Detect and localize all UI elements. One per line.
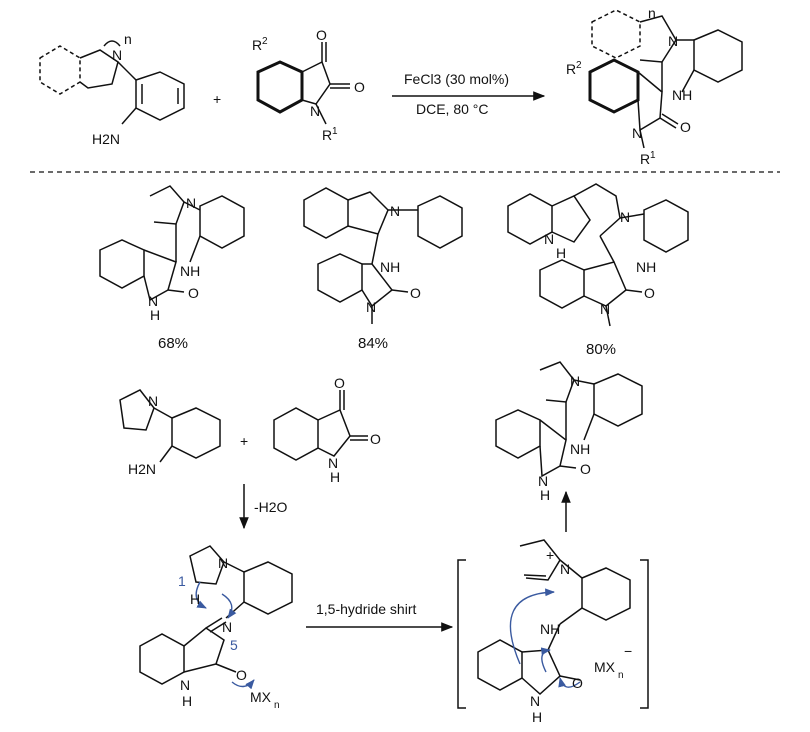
spiro-product bbox=[588, 9, 743, 149]
plus-sign-2: + bbox=[240, 433, 248, 449]
iminium-n-label-2: N bbox=[530, 693, 540, 709]
imine-o-label: O bbox=[236, 667, 247, 683]
iminium-charge: + bbox=[546, 547, 554, 563]
mech-product-n-label-2: N bbox=[538, 473, 548, 489]
iminium-o-label: O bbox=[572, 675, 583, 691]
bracket-left bbox=[457, 559, 466, 709]
ex2-o-label: O bbox=[410, 285, 421, 301]
r1-label-1: R bbox=[322, 127, 332, 143]
labels: N H2N n + R 2 O O N R 1 FeCl3 (30 mol%) … bbox=[92, 5, 692, 725]
imine-mx-sub: n bbox=[274, 700, 280, 711]
imine-h-label: H bbox=[190, 591, 200, 607]
mechanism-isatin bbox=[273, 390, 368, 461]
n-subscript-label: n bbox=[124, 31, 132, 47]
imine-mx-label: MX bbox=[250, 689, 272, 705]
ex3-n-label: N bbox=[620, 209, 630, 225]
example-2-structure bbox=[303, 187, 463, 324]
ex3-n-label-2: N bbox=[544, 231, 554, 247]
r2-label-2: R bbox=[566, 61, 576, 77]
bracket-right bbox=[640, 559, 649, 709]
n-label-2: N bbox=[310, 103, 320, 119]
electron-arrows bbox=[195, 581, 581, 690]
r2-label-1: R bbox=[252, 37, 262, 53]
yield-3: 80% bbox=[586, 341, 616, 358]
iminium-mx-label: MX bbox=[594, 659, 616, 675]
nh-label-1: NH bbox=[672, 87, 692, 103]
example-3-structure bbox=[507, 183, 689, 327]
iminium-intermediate bbox=[477, 539, 631, 696]
hydride-pos-label: 1 bbox=[178, 573, 186, 589]
ex1-n-label: N bbox=[186, 195, 196, 211]
o-label-2: O bbox=[354, 79, 365, 95]
iminium-hn-label: NH bbox=[540, 621, 560, 637]
iminium-charge-minus: − bbox=[624, 643, 632, 659]
mechanism-pyrrolidinyl-aniline bbox=[119, 389, 221, 463]
ex2-n-label: N bbox=[390, 203, 400, 219]
imine-h-label-2: H bbox=[182, 693, 192, 709]
example-1-structure bbox=[99, 185, 245, 302]
imine-intermediate bbox=[139, 545, 293, 685]
mech-o-label-2: O bbox=[370, 431, 381, 447]
imine-n-label-3: N bbox=[180, 677, 190, 693]
o-label-1: O bbox=[316, 27, 327, 43]
n-label-1: N bbox=[112, 47, 122, 63]
mech-n-label-2: N bbox=[328, 455, 338, 471]
ex1-nh-label: NH bbox=[180, 263, 200, 279]
conditions-below: DCE, 80 °C bbox=[416, 101, 489, 117]
ex1-h-label: H bbox=[150, 307, 160, 323]
ex3-nh-label: NH bbox=[636, 259, 656, 275]
imine-n-label-2: N bbox=[222, 619, 232, 635]
ex3-o-label: O bbox=[644, 285, 655, 301]
mechanism-product bbox=[495, 361, 643, 478]
plus-sign-1: + bbox=[213, 91, 221, 107]
ex1-o-label: O bbox=[188, 285, 199, 301]
mech-product-o-label: O bbox=[580, 461, 591, 477]
iminium-h-label: H bbox=[532, 709, 542, 725]
n-label-4: N bbox=[632, 125, 642, 141]
mech-h2n-label: H2N bbox=[128, 461, 156, 477]
n-label-3: N bbox=[668, 33, 678, 49]
mech-product-nh-label: NH bbox=[570, 441, 590, 457]
mech-product-n-label: N bbox=[570, 373, 580, 389]
mech-product-h-label: H bbox=[540, 487, 550, 503]
r2-sup-2: 2 bbox=[576, 60, 582, 71]
amine-substrate bbox=[39, 40, 185, 125]
mech-n-label-1: N bbox=[148, 393, 158, 409]
r1-sup-2: 1 bbox=[650, 150, 656, 161]
step2-label: 1,5-hydride shirt bbox=[316, 601, 416, 617]
isatin-substrate bbox=[256, 42, 350, 125]
mech-o-label-1: O bbox=[334, 375, 345, 391]
r1-sup-1: 1 bbox=[332, 126, 338, 137]
iminium-n-label: N bbox=[560, 561, 570, 577]
ex2-n-label-2: N bbox=[366, 299, 376, 315]
step1-label: -H2O bbox=[254, 499, 288, 515]
r1-label-2: R bbox=[640, 151, 650, 167]
nitrogen-pos-label: 5 bbox=[230, 637, 238, 653]
conditions-above: FeCl3 (30 mol%) bbox=[404, 71, 509, 87]
h2n-label-1: H2N bbox=[92, 131, 120, 147]
ex1-nh-label-2: N bbox=[148, 293, 158, 309]
ex3-h-label: H bbox=[556, 245, 566, 261]
ex2-nh-label: NH bbox=[380, 259, 400, 275]
ex3-n-label-3: N bbox=[600, 301, 610, 317]
o-label-3: O bbox=[680, 119, 691, 135]
imine-n-label-1: N bbox=[218, 555, 228, 571]
yield-1: 68% bbox=[158, 335, 188, 352]
mech-h-label-1: H bbox=[330, 469, 340, 485]
yield-2: 84% bbox=[358, 335, 388, 352]
n-subscript-label-2: n bbox=[648, 5, 656, 21]
r2-sup-1: 2 bbox=[262, 36, 268, 47]
iminium-mx-sub: n bbox=[618, 670, 624, 681]
